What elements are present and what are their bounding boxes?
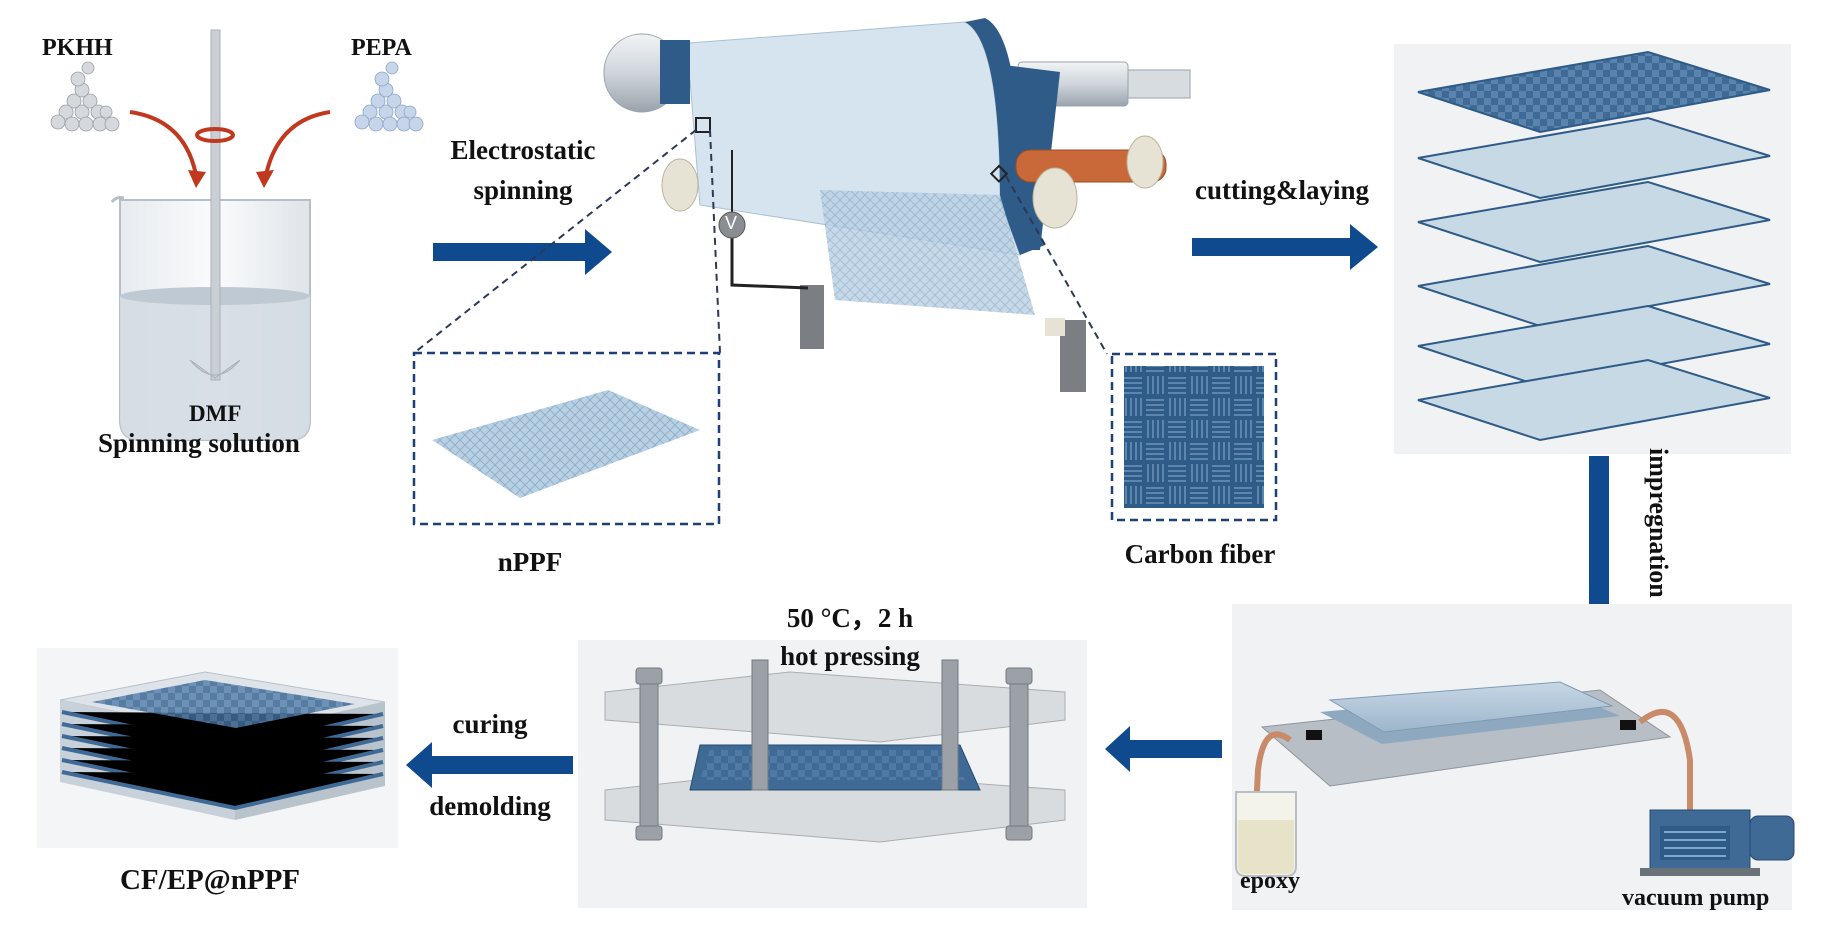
laminate-stack-panel (1394, 44, 1791, 454)
electrospinning-machine (603, 18, 1191, 392)
epoxy-beaker (1235, 791, 1297, 877)
product-label: CF/EP@nPPF (119, 864, 301, 896)
arrow-to-laying (1192, 224, 1378, 270)
product-panel (37, 648, 398, 848)
temperature-time-label: 50 °C，2 h (786, 603, 914, 633)
epoxy-label: epoxy (1240, 868, 1300, 894)
vacuum-pump-label: vacuum pump (1622, 885, 1770, 911)
cutting-laying-label: cutting&laying (1194, 175, 1369, 205)
pepa-powder-pile (354, 61, 424, 132)
beaker (110, 29, 311, 441)
voltage-label: V (725, 213, 738, 233)
arrow-to-product (406, 742, 573, 788)
feed-arrow-head-right (256, 170, 274, 188)
dmf-label: DMF (189, 401, 242, 426)
hot-press-panel (578, 640, 1087, 908)
electrostatic-label: Electrostatic (450, 135, 596, 165)
feed-arrow-head-left (188, 170, 206, 188)
process-arrows (406, 224, 1623, 788)
nppf-label: nPPF (497, 547, 563, 577)
pkhh-label: PKHH (42, 35, 113, 61)
carbon-fiber-label: Carbon fiber (1124, 539, 1276, 569)
feed-arrows (129, 110, 331, 176)
pkhh-powder-pile (50, 61, 120, 132)
spinning-label: spinning (473, 175, 573, 205)
curing-label: curing (452, 709, 528, 739)
spinning-solution-label: Spinning solution (98, 428, 300, 458)
vacuum-pump (1640, 809, 1795, 876)
arrow-to-impregnation (1575, 456, 1623, 666)
arrow-to-spinning (433, 229, 612, 275)
pepa-label: PEPA (351, 35, 412, 61)
hot-pressing-label: hot pressing (780, 641, 920, 671)
impregnation-label: impregnation (1644, 448, 1673, 598)
nppf-inset (412, 351, 721, 526)
arrow-to-hot-pressing (1105, 726, 1222, 772)
demolding-label: demolding (429, 791, 551, 821)
carbon-fiber-inset (1110, 352, 1278, 522)
zoom-guide-lines (413, 129, 1108, 355)
